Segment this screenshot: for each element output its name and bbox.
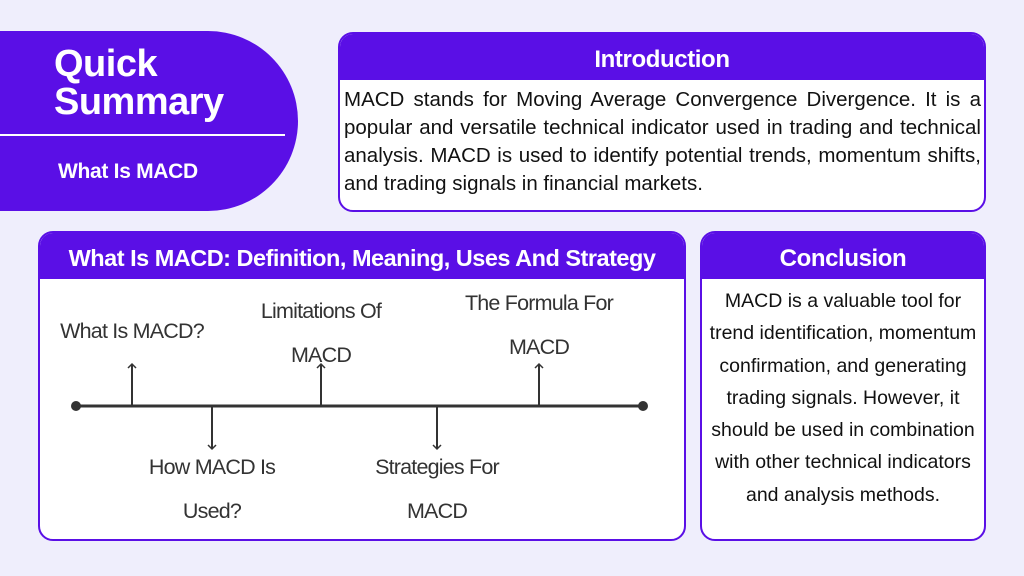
- timeline-item-strategies-for-macd: Strategies For MACD: [375, 455, 500, 523]
- introduction-card: Introduction MACD stands for Moving Aver…: [338, 32, 986, 212]
- timeline-end-dot: [638, 401, 648, 411]
- quick-summary-title: Quick Summary: [54, 43, 224, 123]
- introduction-heading: Introduction: [340, 34, 984, 80]
- timeline-heading: What Is MACD: Definition, Meaning, Uses …: [40, 233, 684, 279]
- timeline-item-what-is-macd: What Is MACD?: [60, 319, 205, 343]
- quick-summary-panel: Quick Summary What Is MACD: [0, 31, 298, 211]
- timeline-diagram: [71, 362, 648, 451]
- timeline-item-limitations-of-macd: Limitations Of MACD: [260, 299, 382, 367]
- timeline-item-formula-for-macd: The Formula For MACD: [464, 291, 614, 359]
- conclusion-heading: Conclusion: [702, 233, 984, 279]
- timeline-item-how-macd-is-used: How MACD Is Used?: [148, 455, 276, 523]
- timeline-card: What Is MACD: Definition, Meaning, Uses …: [38, 231, 686, 541]
- conclusion-body: MACD is a valuable tool for trend identi…: [709, 290, 977, 506]
- conclusion-card: Conclusion MACD is a valuable tool for t…: [700, 231, 986, 541]
- introduction-body: MACD stands for Moving Average Convergen…: [344, 88, 981, 195]
- quick-summary-subtitle: What Is MACD: [58, 160, 198, 183]
- summary-divider: [0, 134, 285, 136]
- timeline-start-dot: [71, 401, 81, 411]
